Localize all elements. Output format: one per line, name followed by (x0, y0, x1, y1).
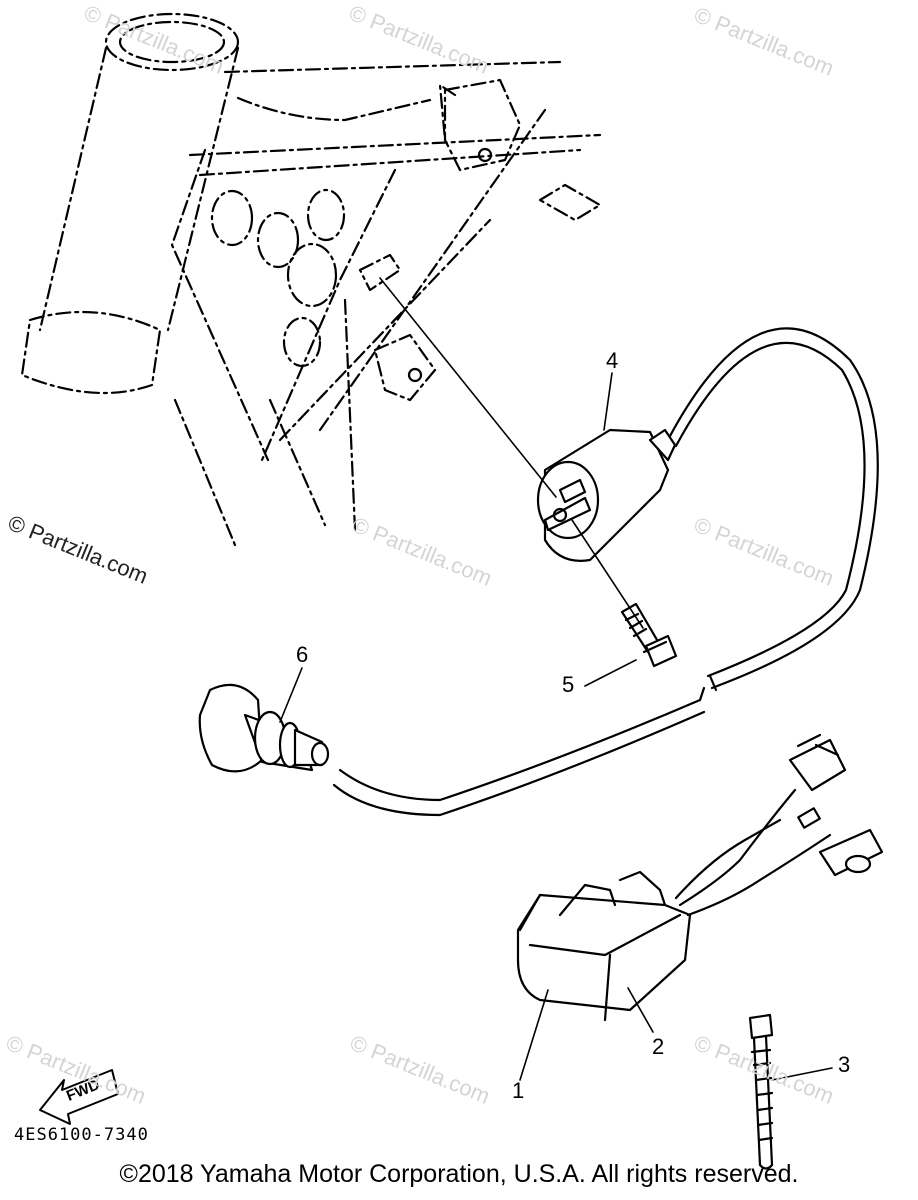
bolt (620, 602, 678, 668)
callout-2: 2 (652, 1034, 665, 1059)
callout-5: 5 (562, 672, 575, 697)
spark-plug-cap (198, 683, 330, 773)
frame-phantom (20, 12, 602, 547)
leader-lines (279, 277, 833, 1081)
callout-3: 3 (838, 1052, 851, 1077)
ignition-coil (536, 428, 677, 562)
high-tension-lead (332, 327, 879, 817)
cdi-wire-harness (674, 733, 884, 917)
frame-bracket-solid (407, 147, 493, 383)
copyright-notice: ©2018 Yamaha Motor Corporation, U.S.A. A… (119, 1160, 799, 1188)
cable-tie (748, 1013, 774, 1170)
callout-6: 6 (296, 642, 309, 667)
cdi-unit (516, 870, 692, 1022)
fwd-arrow-icon (39, 1069, 119, 1125)
callout-4: 4 (606, 348, 619, 373)
diagram-part-code: 4ES6100-7340 (14, 1125, 149, 1145)
callout-1: 1 (512, 1078, 525, 1103)
